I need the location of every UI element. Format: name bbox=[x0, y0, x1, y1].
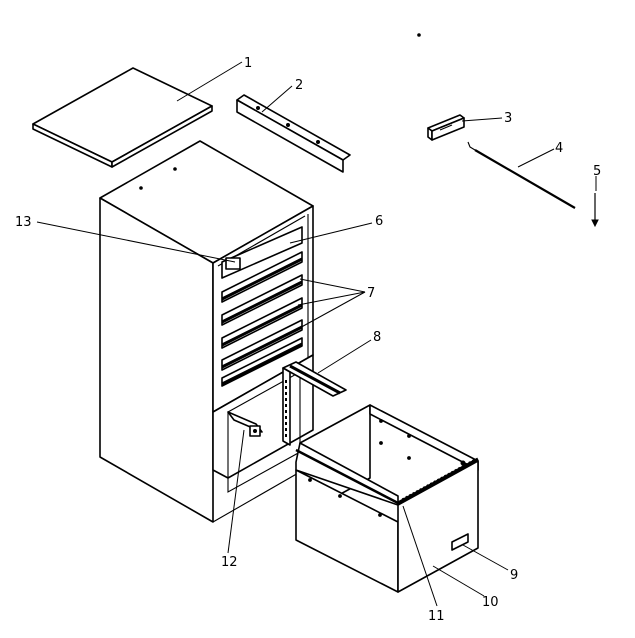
rod-part bbox=[467, 141, 576, 209]
callout-2: 2 bbox=[295, 78, 303, 93]
screw-part bbox=[591, 193, 599, 228]
callout-labels: 1 2 3 4 5 6 7 8 9 10 11 12 13 bbox=[15, 56, 601, 624]
clip-part bbox=[427, 114, 465, 141]
callout-3: 3 bbox=[504, 111, 512, 126]
stray-dot bbox=[417, 33, 421, 37]
callout-7: 7 bbox=[367, 286, 375, 301]
callout-9: 9 bbox=[510, 568, 518, 583]
callout-1: 1 bbox=[244, 56, 252, 71]
callout-12: 12 bbox=[221, 555, 238, 570]
shelf-rails bbox=[221, 251, 303, 387]
callout-11: 11 bbox=[428, 609, 445, 624]
mounting-bracket bbox=[236, 94, 351, 173]
callout-13: 13 bbox=[15, 215, 32, 230]
callout-5: 5 bbox=[593, 164, 601, 179]
inner-panel bbox=[221, 226, 303, 279]
callout-6: 6 bbox=[375, 214, 383, 229]
top-panel bbox=[32, 67, 213, 168]
drawer-handle bbox=[451, 533, 469, 551]
callout-8: 8 bbox=[373, 330, 381, 345]
leader-lines bbox=[36, 61, 597, 607]
slide-bracket bbox=[282, 361, 347, 446]
callout-10: 10 bbox=[482, 595, 499, 610]
drawer bbox=[295, 404, 479, 593]
callout-4: 4 bbox=[555, 141, 563, 156]
drawer-slide-left bbox=[227, 411, 263, 437]
